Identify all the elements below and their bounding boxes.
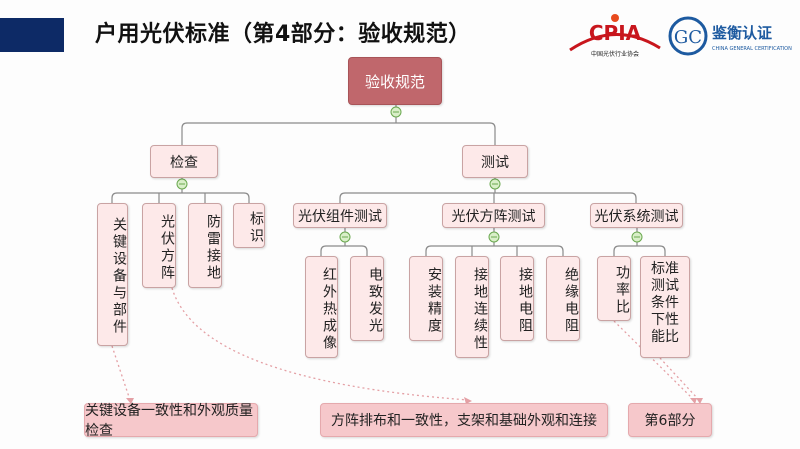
cgc-logo: GC 鉴衡认证 CHINA GENERAL CERTIFICATION [668,14,796,58]
branch-testing[interactable]: 测试 [462,145,528,178]
note-array-layout: 方阵排布和一致性，支架和基础外观和连接 [320,403,608,437]
svg-text:中国光伏行业协会: 中国光伏行业协会 [591,50,639,58]
svg-text:CHINA GENERAL CERTIFICATION: CHINA GENERAL CERTIFICATION [712,46,792,52]
svg-text:鉴衡认证: 鉴衡认证 [711,24,772,42]
note-key-equipment: 关键设备一致性和外观质量检查 [84,403,258,439]
cpia-logo-text: CPIA [589,21,642,45]
cpia-logo: CPIA 中国光伏行业协会 [565,10,665,60]
node-lightning[interactable]: 防雷接地 [188,203,222,288]
node-el[interactable]: 电致发光 [350,256,384,341]
note-part6: 第6部分 [628,403,712,437]
node-ground-continuity[interactable]: 接地连续性 [455,256,489,358]
node-ir-imaging[interactable]: 红外热成像 [305,256,338,358]
node-install-accuracy[interactable]: 安装精度 [409,256,443,341]
node-insulation-resistance[interactable]: 绝缘电阻 [546,256,580,341]
node-stc-performance-ratio-label: 标准测试条件下性能比 [651,261,679,345]
slide-title: 户用光伏标准（第4部分：验收规范） [95,22,471,47]
svg-text:GC: GC [674,27,702,48]
branch-inspection[interactable]: 检查 [150,145,218,178]
node-pv-array[interactable]: 光伏方阵 [142,203,176,288]
node-array-test[interactable]: 光伏方阵测试 [442,203,545,228]
node-module-test[interactable]: 光伏组件测试 [293,203,387,228]
node-stc-performance-ratio[interactable]: 标准测试条件下性能比 [640,256,690,358]
node-ground-resistance[interactable]: 接地电阻 [500,256,534,341]
root-node[interactable]: 验收规范 [348,57,442,105]
node-marking[interactable]: 标识 [233,203,265,248]
node-system-test[interactable]: 光伏系统测试 [590,203,683,228]
node-performance-ratio[interactable]: 功率比 [597,256,631,321]
title-bar-accent [0,18,64,52]
node-key-equipment[interactable]: 关键设备与部件 [97,203,128,346]
